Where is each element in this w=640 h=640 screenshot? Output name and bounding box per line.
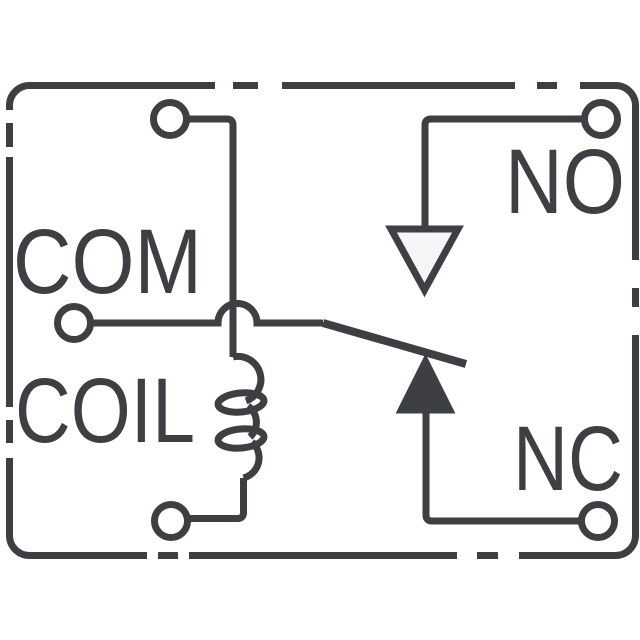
- nc-pin-terminal: [578, 501, 618, 541]
- schematic-labels: COM COIL NO NC: [13, 131, 625, 510]
- com-pin-terminal: [54, 303, 94, 343]
- coil-loop-2: [214, 425, 268, 452]
- relay-case-outline: [6, 82, 639, 559]
- coil-pin-top-terminal: [150, 99, 190, 139]
- nc-contact-arrow-icon: [395, 353, 456, 414]
- schematic-strokes: [6, 82, 639, 559]
- no-wire: [421, 115, 585, 226]
- no-pin-terminal: [581, 99, 621, 139]
- no-label: NO: [505, 131, 625, 233]
- no-contact-arrow-icon: [385, 225, 464, 298]
- coil-loop-1: [214, 389, 268, 416]
- com-wire-with-bridge: [90, 300, 323, 327]
- switch-arm: [321, 319, 468, 368]
- coil-winding-arcs: [232, 352, 265, 482]
- coil-pin-bottom-terminal: [151, 501, 191, 541]
- nc-wire: [422, 411, 582, 525]
- com-label: COM: [13, 211, 202, 313]
- coil-top-wire: [186, 115, 237, 357]
- coil-bottom-wire: [187, 478, 247, 522]
- coil-label: COIL: [15, 360, 195, 462]
- nc-label: NC: [513, 408, 623, 510]
